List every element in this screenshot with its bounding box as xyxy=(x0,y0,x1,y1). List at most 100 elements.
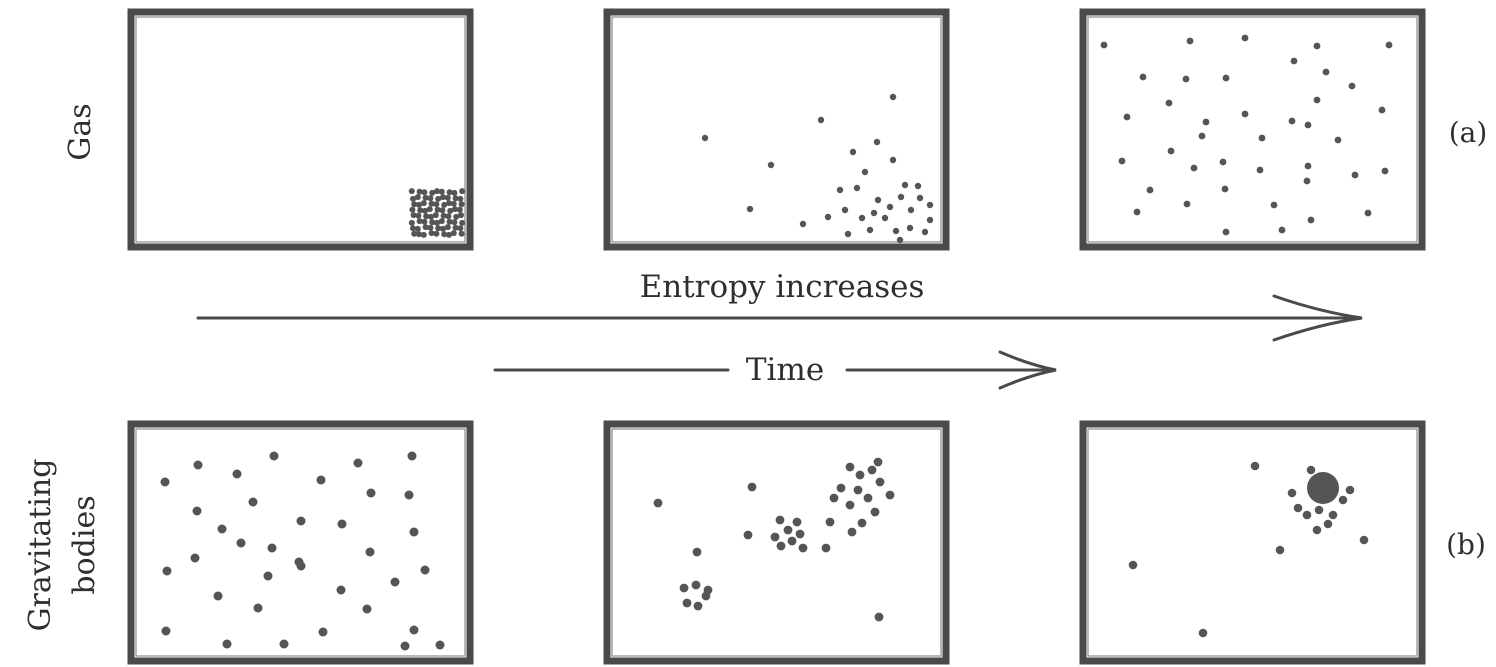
particle xyxy=(190,553,200,563)
particle xyxy=(450,200,457,207)
particle xyxy=(410,195,416,202)
particle xyxy=(415,212,422,219)
particle xyxy=(1306,465,1316,475)
particle xyxy=(316,475,326,485)
particle xyxy=(1307,216,1315,224)
particle xyxy=(432,212,439,219)
particle xyxy=(421,189,428,196)
particle xyxy=(825,517,835,527)
particle xyxy=(1146,186,1154,194)
particle xyxy=(885,490,895,500)
particle xyxy=(366,488,376,498)
particle xyxy=(416,201,422,208)
particle xyxy=(162,566,172,576)
particle xyxy=(279,639,289,649)
particle xyxy=(441,201,448,208)
particle xyxy=(691,580,701,590)
particle xyxy=(1165,99,1173,107)
particle xyxy=(408,188,415,195)
particle xyxy=(892,227,900,235)
particle xyxy=(456,206,463,213)
particle xyxy=(1219,158,1227,166)
particle xyxy=(336,585,346,595)
particle xyxy=(914,182,922,190)
particle xyxy=(441,231,448,238)
particle xyxy=(452,224,459,231)
particle xyxy=(458,212,464,219)
particle xyxy=(897,193,905,201)
panel-frame xyxy=(127,8,474,251)
particle xyxy=(427,195,434,202)
particle xyxy=(263,571,273,581)
panel-frame xyxy=(1079,420,1426,665)
particle xyxy=(422,194,429,201)
particle xyxy=(849,148,857,156)
particle xyxy=(411,230,418,237)
particle xyxy=(743,530,753,540)
particle xyxy=(213,591,223,601)
particle xyxy=(845,462,855,472)
particle xyxy=(857,518,867,528)
particle xyxy=(365,547,375,557)
particle xyxy=(446,189,453,196)
particle xyxy=(445,213,452,220)
particle xyxy=(679,583,689,593)
gas-panel-initial xyxy=(127,8,474,251)
particle xyxy=(1198,628,1208,638)
particle xyxy=(457,195,464,202)
particle xyxy=(1345,485,1355,495)
particle xyxy=(787,536,797,546)
particle xyxy=(420,565,430,575)
particle xyxy=(1322,68,1330,76)
particle xyxy=(428,213,434,220)
particle xyxy=(836,483,846,493)
particle xyxy=(434,188,440,195)
particle xyxy=(420,200,427,207)
particle xyxy=(446,200,452,207)
particle xyxy=(1378,106,1386,114)
particle xyxy=(446,231,452,238)
particle xyxy=(429,219,436,226)
particle xyxy=(870,209,878,217)
particle xyxy=(886,203,894,211)
particle xyxy=(409,527,419,537)
particle xyxy=(841,206,849,214)
particle xyxy=(1293,503,1303,513)
particle xyxy=(416,231,422,238)
particle xyxy=(1222,74,1230,82)
panel-frame xyxy=(603,8,950,251)
particle xyxy=(817,116,825,124)
row-label-gravitating: Gravitating xyxy=(23,459,58,632)
particle xyxy=(1334,136,1342,144)
particle xyxy=(1198,132,1206,140)
particle xyxy=(1303,177,1311,185)
particle xyxy=(253,603,263,613)
particle xyxy=(414,194,421,201)
particle xyxy=(701,591,711,601)
particle xyxy=(747,482,757,492)
particle xyxy=(1123,113,1131,121)
particle xyxy=(296,561,306,571)
panel-frame xyxy=(1079,8,1426,251)
particle xyxy=(1302,510,1312,520)
particle xyxy=(434,219,440,226)
particle xyxy=(269,451,279,461)
particle xyxy=(1186,37,1194,45)
particle xyxy=(799,220,807,228)
particle xyxy=(1250,461,1260,471)
particle xyxy=(459,188,466,195)
particle xyxy=(1241,110,1249,118)
particle xyxy=(1241,34,1249,42)
particle xyxy=(1258,134,1266,142)
particle xyxy=(1133,208,1141,216)
particle xyxy=(861,168,869,176)
particle xyxy=(416,188,423,195)
particle xyxy=(1381,167,1389,175)
particle xyxy=(1312,525,1322,535)
particle xyxy=(901,181,909,189)
particle xyxy=(404,490,414,500)
particle xyxy=(439,207,446,214)
particle xyxy=(390,577,400,587)
row-label-bodies: bodies xyxy=(67,495,102,594)
particle xyxy=(434,206,441,213)
